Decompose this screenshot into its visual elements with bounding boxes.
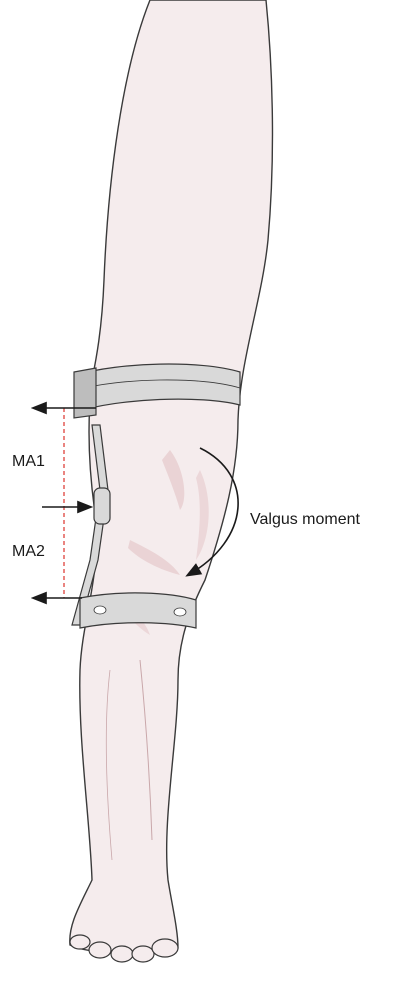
toe — [111, 946, 133, 962]
strap-slot — [174, 608, 186, 616]
toe — [152, 939, 178, 957]
toe — [89, 942, 111, 958]
lower-strap — [80, 593, 196, 628]
ma1-label: MA1 — [12, 453, 45, 470]
hinge-pad — [94, 488, 110, 524]
valgus-moment-label: Valgus moment — [250, 511, 361, 528]
ma2-label: MA2 — [12, 543, 45, 560]
strap-slot — [94, 606, 106, 614]
toe — [70, 935, 90, 949]
toe — [132, 946, 154, 962]
upper-strap-buckle — [74, 368, 96, 418]
